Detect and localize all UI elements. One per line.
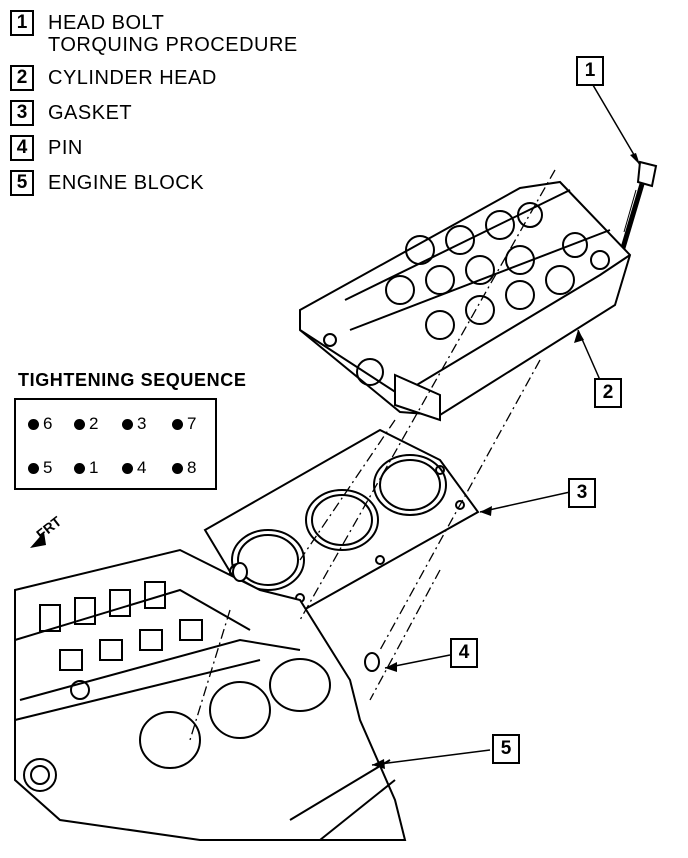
leader-lines — [371, 79, 641, 766]
callout-pin: 4 — [450, 638, 478, 668]
legend-label-line: PIN — [48, 137, 83, 159]
cylinder-head-drawing — [299, 180, 632, 422]
sequence-number: 8 — [187, 458, 197, 477]
bolt-dot-icon — [122, 418, 133, 430]
bolt-dot-icon — [122, 462, 133, 474]
tightening-sequence-box: 6 2 3 7 5 1 4 8 — [14, 398, 217, 490]
legend-label: PIN — [48, 135, 83, 159]
legend-number-box: 4 — [10, 135, 34, 161]
bolt-dot-icon — [172, 418, 183, 430]
sequence-bolt: 8 — [172, 458, 196, 478]
legend-number-box: 2 — [10, 65, 34, 91]
callout-gasket: 3 — [568, 478, 596, 508]
callout-head-bolt: 1 — [576, 56, 604, 86]
front-arrow-icon — [30, 532, 46, 548]
legend-label-line: TORQUING PROCEDURE — [48, 34, 298, 56]
legend-item-gasket: 3 GASKET — [10, 100, 298, 126]
legend-item-pin: 4 PIN — [10, 135, 298, 161]
bolt-dot-icon — [28, 462, 39, 474]
sequence-number: 5 — [43, 458, 53, 477]
bolt-dot-icon — [28, 418, 39, 430]
sequence-bolt: 5 — [28, 458, 52, 478]
bolt-dot-icon — [172, 462, 183, 474]
sequence-number: 2 — [89, 414, 99, 433]
sequence-number: 7 — [187, 414, 197, 433]
legend-label-line: CYLINDER HEAD — [48, 67, 217, 89]
sequence-number: 3 — [137, 414, 147, 433]
legend-number-box: 3 — [10, 100, 34, 126]
legend-label: GASKET — [48, 100, 132, 124]
legend-label: ENGINE BLOCK — [48, 170, 204, 194]
leader-arrowheads — [372, 153, 640, 769]
head-bolt-drawing — [617, 160, 658, 259]
legend-label-line: ENGINE BLOCK — [48, 172, 205, 194]
sequence-bolt: 4 — [122, 458, 146, 478]
alignment-lines — [189, 169, 556, 741]
legend: 1 HEAD BOLT TORQUING PROCEDURE 2 CYLINDE… — [10, 10, 298, 205]
legend-label: CYLINDER HEAD — [48, 65, 217, 89]
sequence-bolt: 6 — [28, 414, 52, 434]
legend-item-engine-block: 5 ENGINE BLOCK — [10, 170, 298, 196]
tightening-sequence-title: TIGHTENING SEQUENCE — [18, 370, 247, 390]
legend-number-box: 5 — [10, 170, 34, 196]
bolt-dot-icon — [74, 462, 85, 474]
legend-item-cylinder-head: 2 CYLINDER HEAD — [10, 65, 298, 91]
sequence-bolt: 3 — [122, 414, 146, 434]
legend-number-box: 1 — [10, 10, 34, 36]
sequence-number: 6 — [43, 414, 53, 433]
legend-label: HEAD BOLT TORQUING PROCEDURE — [48, 10, 298, 56]
pin-drawing — [232, 562, 380, 672]
sequence-bolt: 7 — [172, 414, 196, 434]
sequence-number: 4 — [137, 458, 147, 477]
bolt-dot-icon — [74, 418, 85, 430]
sequence-number: 1 — [89, 458, 99, 477]
legend-label-line: GASKET — [48, 102, 133, 124]
engine-block-drawing — [14, 548, 407, 841]
callout-cylinder-head: 2 — [594, 378, 622, 408]
sequence-bolt: 1 — [74, 458, 98, 478]
legend-label-line: HEAD BOLT — [48, 12, 165, 34]
sequence-bolt: 2 — [74, 414, 98, 434]
legend-item-head-bolt: 1 HEAD BOLT TORQUING PROCEDURE — [10, 10, 298, 56]
callout-engine-block: 5 — [492, 734, 520, 764]
